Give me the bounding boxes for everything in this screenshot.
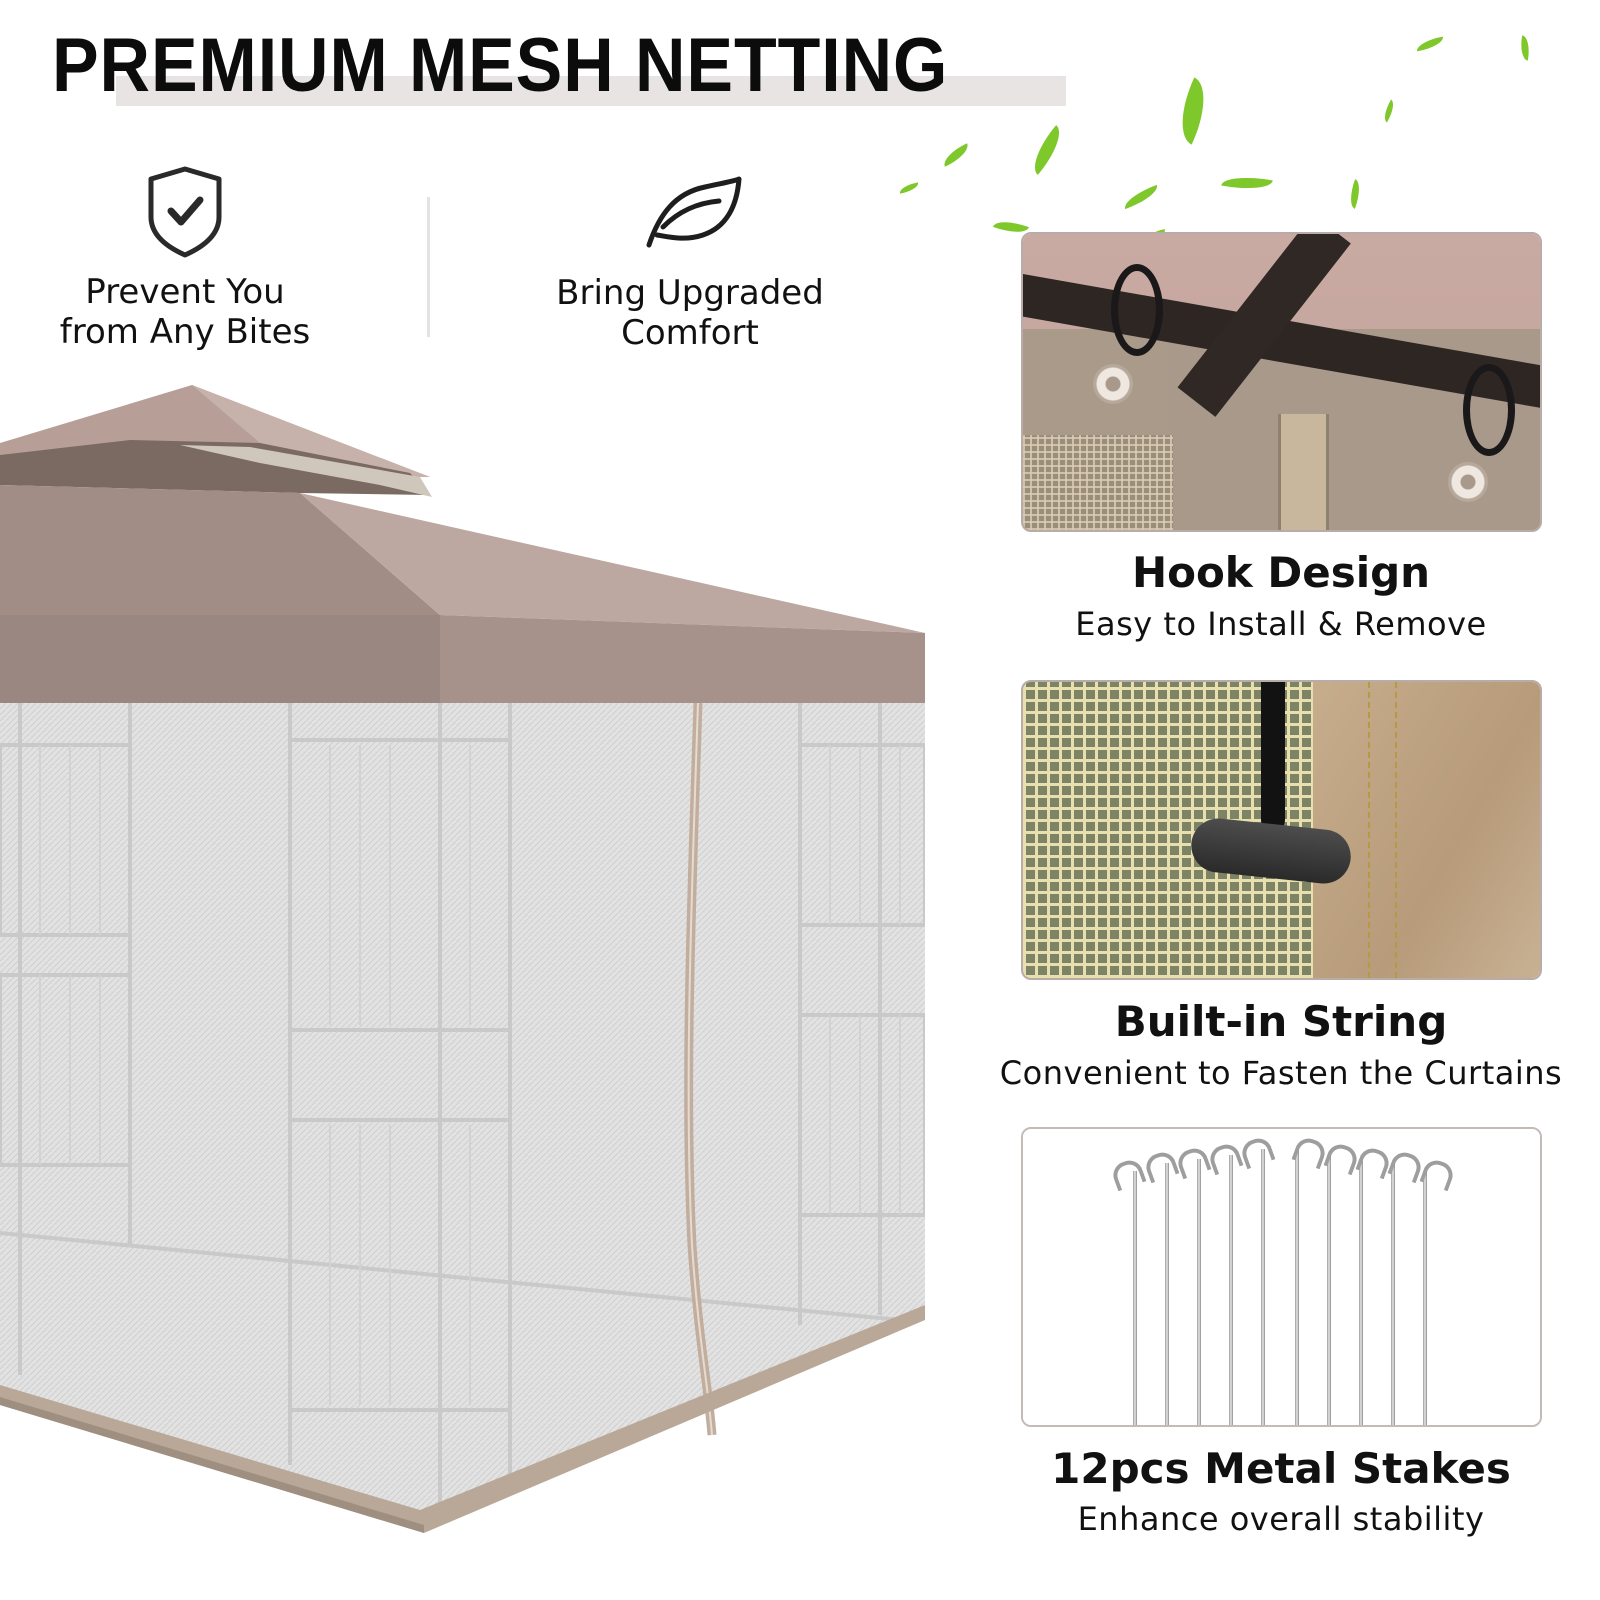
feature-divider <box>427 197 430 337</box>
feature-label-line1: Prevent You <box>85 272 285 312</box>
leaf-icon <box>1121 184 1161 210</box>
detail-title: Built-in String <box>1114 997 1448 1046</box>
feature-label-line2: Comfort <box>621 313 759 353</box>
shield-check-icon <box>145 165 225 260</box>
feature-label-line1: Bring Upgraded <box>556 273 824 313</box>
string-toggle-closeup-photo <box>1021 680 1542 980</box>
feature-label-line2: from Any Bites <box>59 312 311 352</box>
detail-title: 12pcs Metal Stakes <box>1051 1444 1511 1493</box>
gazebo-with-mesh-netting-photo <box>0 385 927 1535</box>
detail-subtitle: Easy to Install & Remove <box>1075 605 1487 643</box>
leaf-icon <box>635 175 745 255</box>
detail-subtitle: Enhance overall stability <box>1077 1500 1485 1538</box>
leaf-icon <box>1517 35 1533 61</box>
leaf-icon <box>1415 36 1445 52</box>
detail-subtitle: Convenient to Fasten the Curtains <box>999 1054 1563 1092</box>
leaf-icon <box>1024 125 1070 175</box>
leaf-icon <box>1221 171 1273 195</box>
metal-stakes-photo <box>1021 1127 1542 1427</box>
leaf-icon <box>898 182 920 194</box>
leaf-icon <box>1380 99 1398 123</box>
title-highlight-bar <box>116 76 1066 106</box>
hook-closeup-photo <box>1021 232 1542 532</box>
feature-bite-protection: Prevent You from Any Bites <box>30 165 340 352</box>
leaf-icon <box>939 143 973 167</box>
leaf-icon <box>1168 77 1218 145</box>
leaf-icon <box>1345 179 1365 209</box>
feature-comfort: Bring Upgraded Comfort <box>510 175 870 353</box>
detail-title: Hook Design <box>1131 548 1431 597</box>
page-title: PREMIUM MESH NETTING <box>52 23 949 108</box>
